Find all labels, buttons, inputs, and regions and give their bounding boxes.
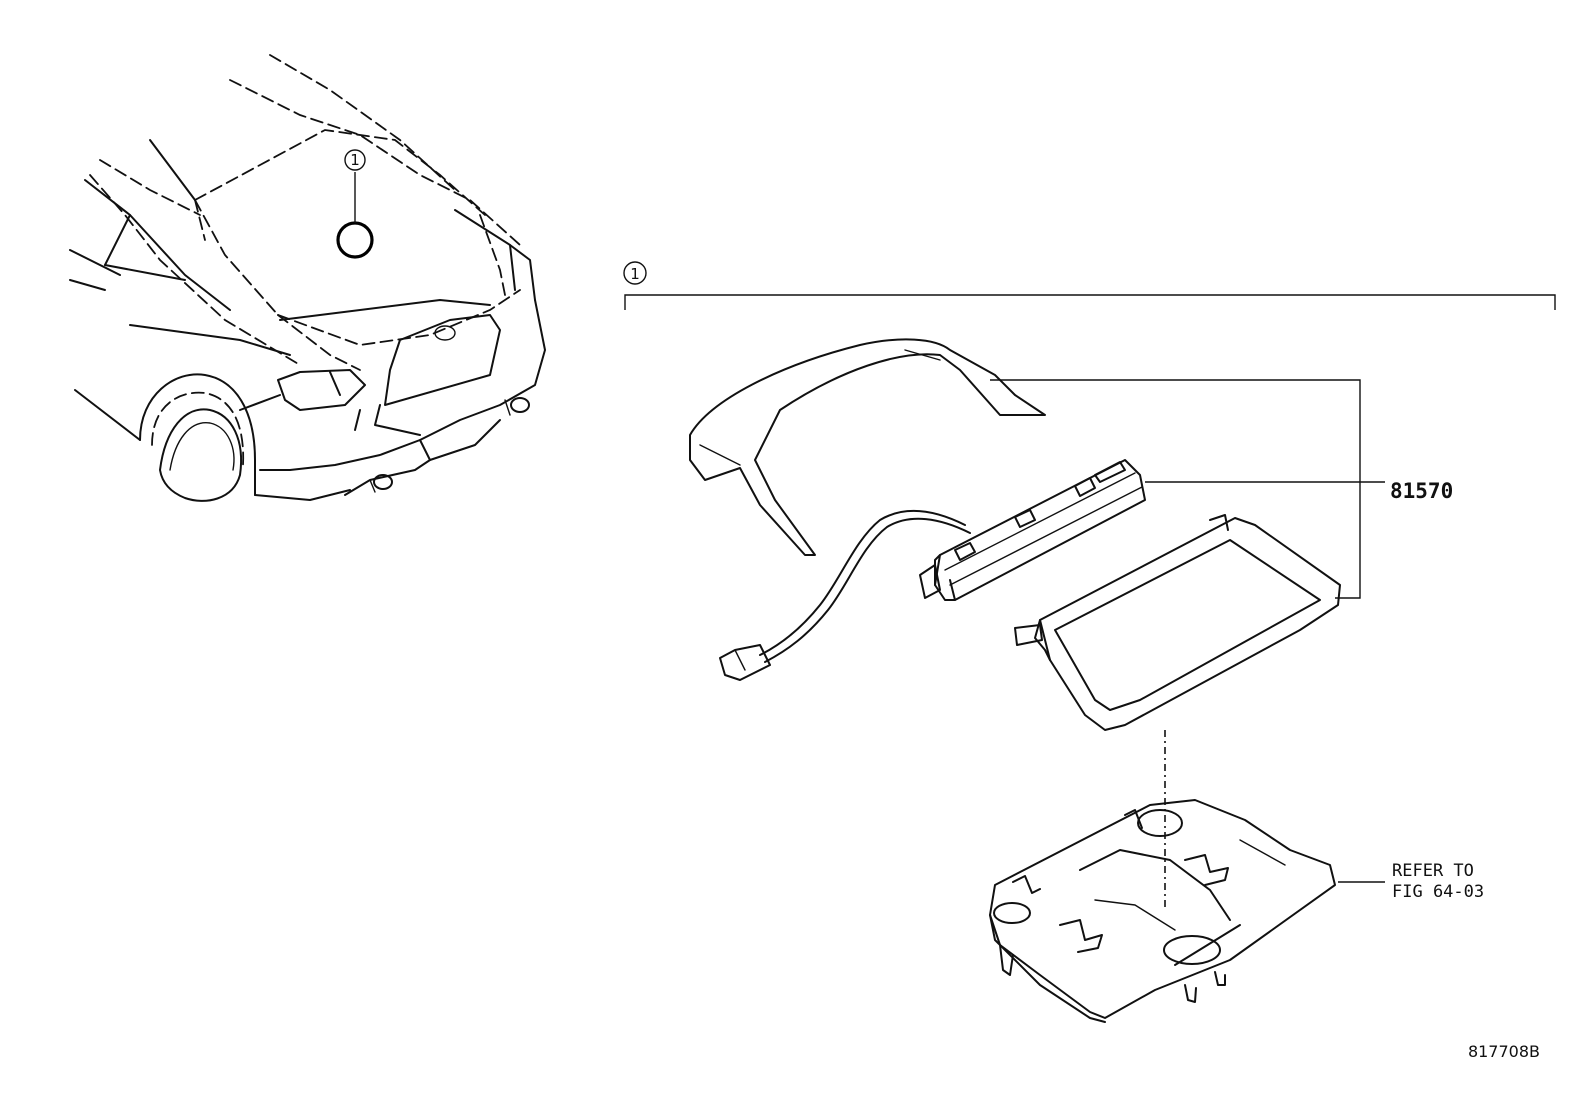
part-leader-lines xyxy=(990,379,1385,599)
reference-text-line1: REFER TO xyxy=(1392,861,1474,881)
assembly-callout: 1 xyxy=(623,261,647,285)
mounting-base-panel xyxy=(989,799,1336,1023)
car-callout: 1 xyxy=(344,149,366,171)
high-mount-stop-lamp xyxy=(919,459,1146,601)
wire-harness xyxy=(719,509,971,681)
assembly-bracket xyxy=(624,294,1556,310)
reference-text-line2: FIG 64-03 xyxy=(1392,882,1484,902)
car-callout-number: 1 xyxy=(350,151,360,169)
spoiler-cover xyxy=(689,338,1046,556)
lamp-lens-gasket xyxy=(1014,514,1341,731)
location-marker-ring xyxy=(336,221,374,259)
figure-id: 817708B xyxy=(1468,1042,1540,1061)
part-number-81570: 81570 xyxy=(1390,479,1453,503)
car-rear-illustration xyxy=(69,54,546,502)
assembly-callout-number: 1 xyxy=(630,265,640,283)
